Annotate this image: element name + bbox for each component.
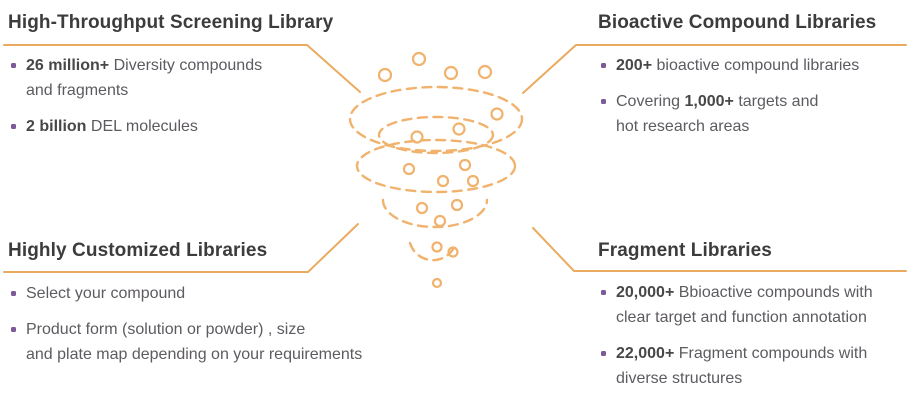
section-title-bioactive: Bioactive Compound Libraries <box>598 12 877 33</box>
funnel-ring-1 <box>348 85 524 153</box>
item-line: Product form (solution or powder) , size <box>26 317 362 342</box>
bubble <box>436 174 450 188</box>
bubble <box>431 277 443 289</box>
item-bold: 1,000+ <box>684 93 734 110</box>
item-bold: 22,000+ <box>616 345 675 362</box>
item-post: Diversity compounds <box>109 57 263 74</box>
bubble <box>450 198 464 212</box>
bubble <box>458 158 472 172</box>
bubble <box>443 65 459 81</box>
item-pre: Product form (solution or powder) , size <box>26 321 306 338</box>
bubble <box>377 67 393 83</box>
bullet-dot-icon <box>11 327 16 332</box>
funnel-ring-3 <box>355 138 517 194</box>
connector-lines <box>3 44 907 273</box>
bubble <box>490 107 504 121</box>
section-title-high-throughput: High-Throughput Screening Library <box>8 12 334 33</box>
connector-line-top-left <box>3 44 361 93</box>
bullet-dot-icon <box>11 291 16 296</box>
item-line: diverse structures <box>616 370 743 387</box>
item-line: 20,000+ Bbioactive compounds with <box>616 280 873 305</box>
bubble <box>447 246 459 258</box>
item-line: 2 billion DEL molecules <box>26 114 262 139</box>
item-bold: 26 million+ <box>26 57 110 74</box>
item-line: Select your compound <box>26 281 362 306</box>
bubble <box>452 122 466 136</box>
item-line: 22,000+ Fragment compounds with <box>616 341 873 366</box>
item-bold: 2 billion <box>26 118 87 135</box>
bullet-dot-icon <box>601 351 606 356</box>
list-item: 20,000+ Bbioactive compounds with clear … <box>598 280 873 330</box>
bubble <box>477 64 493 80</box>
item-pre: Select your compound <box>26 285 186 302</box>
bullet-dot-icon <box>601 99 606 104</box>
bubble <box>411 51 427 67</box>
item-line: and plate map depending on your requirem… <box>26 346 363 363</box>
item-post: Fragment compounds with <box>674 345 868 362</box>
bullet-dot-icon <box>601 290 606 295</box>
list-item: Select your compound <box>8 281 362 306</box>
bullet-dot-icon <box>601 63 606 68</box>
item-bold: 20,000+ <box>616 284 675 301</box>
bubble <box>431 241 443 253</box>
item-post: targets and <box>733 93 819 110</box>
item-post: DEL molecules <box>86 118 198 135</box>
bullet-dot-icon <box>11 124 16 129</box>
item-line: 200+ bioactive compound libraries <box>616 53 859 78</box>
item-line: 26 million+ Diversity compounds <box>26 53 262 78</box>
item-pre: Covering <box>616 93 685 110</box>
funnel-ring-5 <box>408 241 458 262</box>
list-item: Covering 1,000+ targets and hot research… <box>598 89 859 139</box>
section-list-customized: Select your compound Product form (solut… <box>8 281 362 378</box>
item-line: hot research areas <box>616 118 750 135</box>
item-line: and fragments <box>26 82 129 99</box>
item-line: clear target and function annotation <box>616 309 867 326</box>
funnel-rings <box>348 85 524 262</box>
item-bold: 200+ <box>616 57 653 74</box>
section-list-fragment: 20,000+ Bbioactive compounds with clear … <box>598 280 873 401</box>
section-list-high-throughput: 26 million+ Diversity compounds and frag… <box>8 53 262 150</box>
bubble <box>466 174 480 188</box>
list-item: 22,000+ Fragment compounds with diverse … <box>598 341 873 391</box>
item-post: Bbioactive compounds with <box>674 284 873 301</box>
list-item: 26 million+ Diversity compounds and frag… <box>8 53 262 103</box>
item-post: bioactive compound libraries <box>652 57 860 74</box>
connector-line-bottom-right <box>532 227 907 272</box>
connector-line-top-right <box>522 44 907 94</box>
bubble <box>433 214 447 228</box>
section-title-customized: Highly Customized Libraries <box>8 240 268 261</box>
section-list-bioactive: 200+ bioactive compound libraries Coveri… <box>598 53 859 150</box>
section-title-fragment: Fragment Libraries <box>598 240 772 261</box>
funnel-ring-4 <box>381 198 489 229</box>
bullet-dot-icon <box>11 63 16 68</box>
item-line: Covering 1,000+ targets and <box>616 89 859 114</box>
bubble <box>410 130 424 144</box>
list-item: Product form (solution or powder) , size… <box>8 317 362 367</box>
bubble <box>415 201 429 215</box>
bubbles <box>377 51 504 289</box>
list-item: 2 billion DEL molecules <box>8 114 262 139</box>
funnel-ring-2 <box>377 115 495 155</box>
bubble <box>402 162 416 176</box>
list-item: 200+ bioactive compound libraries <box>598 53 859 78</box>
connector-line-bottom-left <box>3 223 359 273</box>
